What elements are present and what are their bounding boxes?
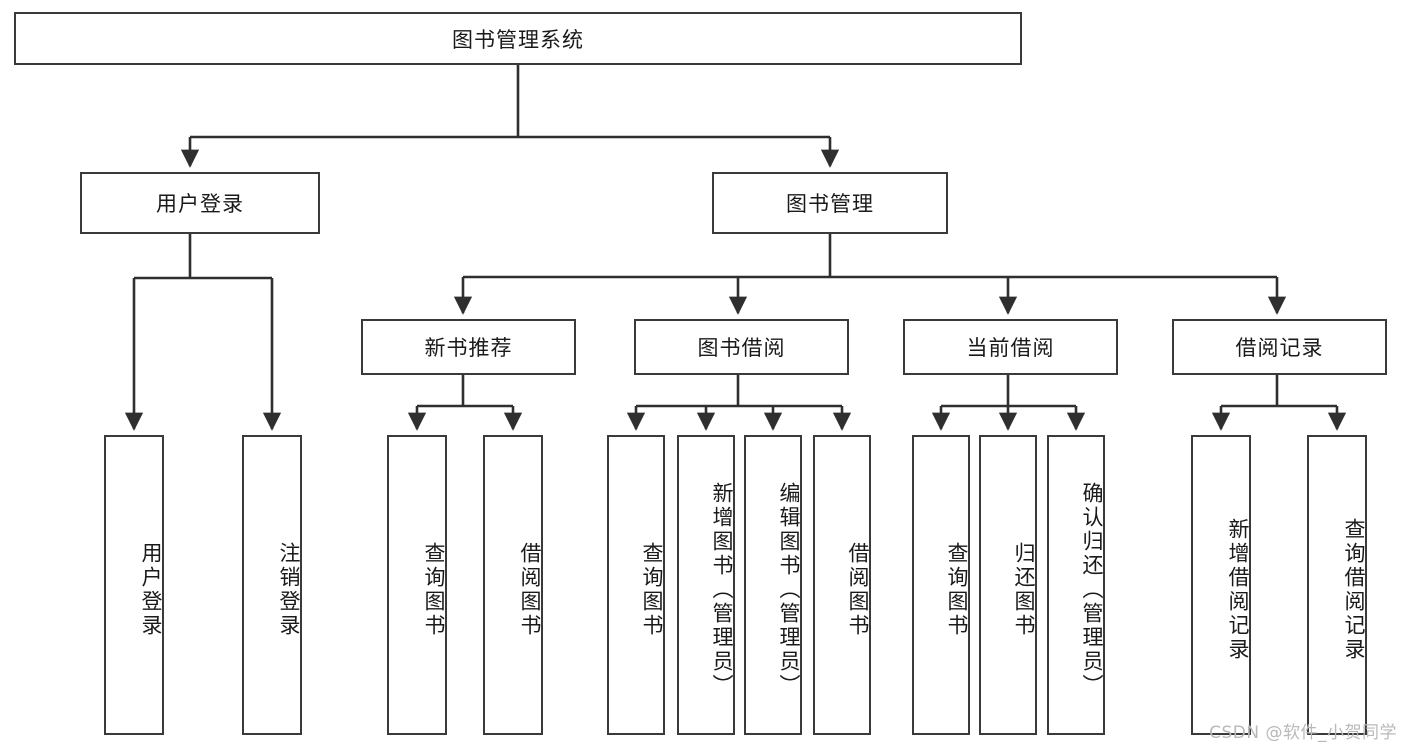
node-label: 图书借阅 bbox=[697, 336, 786, 360]
leaf-current-confirm-return-admin[interactable]: 确认归还（管理员） bbox=[1047, 435, 1105, 735]
node-label: 借阅图书 bbox=[518, 542, 542, 638]
node-label: 新增图书（管理员） bbox=[710, 482, 734, 698]
node-label: 查询图书 bbox=[945, 542, 969, 638]
node-label: 借阅记录 bbox=[1235, 336, 1324, 360]
node-borrow-record[interactable]: 借阅记录 bbox=[1172, 319, 1387, 375]
leaf-current-return-book[interactable]: 归还图书 bbox=[979, 435, 1037, 735]
node-label: 新增借阅记录 bbox=[1226, 518, 1250, 662]
node-label: 用户登录 bbox=[139, 542, 163, 638]
node-new-book-recommend[interactable]: 新书推荐 bbox=[361, 319, 576, 375]
node-label: 查询借阅记录 bbox=[1342, 518, 1366, 662]
leaf-user-login-login[interactable]: 用户登录 bbox=[104, 435, 164, 735]
leaf-user-login-logout[interactable]: 注销登录 bbox=[242, 435, 302, 735]
leaf-record-add-record[interactable]: 新增借阅记录 bbox=[1191, 435, 1251, 735]
leaf-borrow-add-book-admin[interactable]: 新增图书（管理员） bbox=[677, 435, 735, 735]
node-label: 查询图书 bbox=[422, 542, 446, 638]
node-label: 查询图书 bbox=[640, 542, 664, 638]
node-book-borrow[interactable]: 图书借阅 bbox=[634, 319, 849, 375]
node-label: 编辑图书（管理员） bbox=[777, 482, 801, 698]
node-user-login[interactable]: 用户登录 bbox=[80, 172, 320, 234]
node-book-management[interactable]: 图书管理 bbox=[712, 172, 948, 234]
node-label: 确认归还（管理员） bbox=[1080, 482, 1104, 698]
node-current-borrow[interactable]: 当前借阅 bbox=[903, 319, 1118, 375]
node-label: 借阅图书 bbox=[846, 542, 870, 638]
leaf-borrow-query-book[interactable]: 查询图书 bbox=[607, 435, 665, 735]
leaf-borrow-borrow-book[interactable]: 借阅图书 bbox=[813, 435, 871, 735]
node-label: 当前借阅 bbox=[966, 336, 1055, 360]
leaf-recommend-query-book[interactable]: 查询图书 bbox=[387, 435, 447, 735]
leaf-borrow-edit-book-admin[interactable]: 编辑图书（管理员） bbox=[744, 435, 802, 735]
leaf-recommend-borrow-book[interactable]: 借阅图书 bbox=[483, 435, 543, 735]
node-label: 新书推荐 bbox=[424, 336, 513, 360]
node-label: 归还图书 bbox=[1012, 542, 1036, 638]
node-label: 用户登录 bbox=[156, 192, 244, 216]
node-root-system[interactable]: 图书管理系统 bbox=[14, 12, 1022, 65]
node-label: 图书管理系统 bbox=[452, 27, 584, 52]
node-label: 图书管理 bbox=[786, 192, 874, 216]
leaf-record-query-record[interactable]: 查询借阅记录 bbox=[1307, 435, 1367, 735]
leaf-current-query-book[interactable]: 查询图书 bbox=[912, 435, 970, 735]
csdn-watermark: CSDN @软件_小贺同学 bbox=[1209, 723, 1397, 743]
node-label: 注销登录 bbox=[277, 542, 301, 638]
